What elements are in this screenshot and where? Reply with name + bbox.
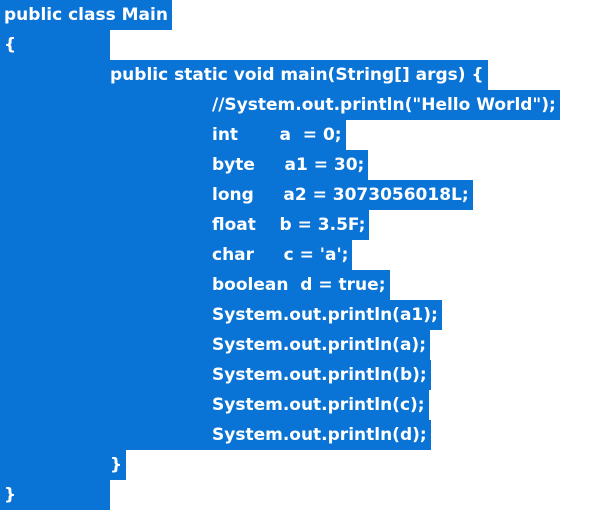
code-line-text: System.out.println(a1); [208,300,442,330]
code-line-text: System.out.println(d); [208,420,431,450]
code-line-13: System.out.println(b); [208,360,431,390]
code-line-17: } [0,480,21,510]
code-line-text: public class Main [0,0,172,30]
code-line-text: //System.out.println("Hello World"); [208,90,560,120]
code-line-8: float b = 3.5F; [208,210,370,240]
code-line-text: long a2 = 3073056018L; [208,180,473,210]
code-line-1: public class Main [0,0,172,30]
code-line-text: System.out.println(a); [208,330,430,360]
code-line-text: System.out.println(c); [208,390,429,420]
code-line-text: { [0,30,21,60]
code-line-15: System.out.println(d); [208,420,431,450]
code-line-text: int a = 0; [208,120,346,150]
code-line-5: int a = 0; [208,120,346,150]
code-line-14: System.out.println(c); [208,390,429,420]
code-line-9: char c = 'a'; [208,240,353,270]
code-line-2: { [0,30,21,60]
code-line-text: } [0,480,21,510]
code-line-text: byte a1 = 30; [208,150,369,180]
code-line-16: } [106,450,127,480]
code-line-text: float b = 3.5F; [208,210,370,240]
code-line-7: long a2 = 3073056018L; [208,180,473,210]
selection-block-left [0,30,110,510]
code-line-text: System.out.println(b); [208,360,431,390]
code-line-text: public static void main(String[] args) { [106,60,488,90]
code-line-10: boolean d = true; [208,270,390,300]
code-line-text: } [106,450,127,480]
code-line-6: byte a1 = 30; [208,150,369,180]
code-line-4: //System.out.println("Hello World"); [208,90,560,120]
selection-block-inner [110,90,214,450]
code-line-11: System.out.println(a1); [208,300,442,330]
code-line-12: System.out.println(a); [208,330,430,360]
code-line-text: char c = 'a'; [208,240,353,270]
code-line-3: public static void main(String[] args) { [106,60,488,90]
code-line-text: boolean d = true; [208,270,390,300]
